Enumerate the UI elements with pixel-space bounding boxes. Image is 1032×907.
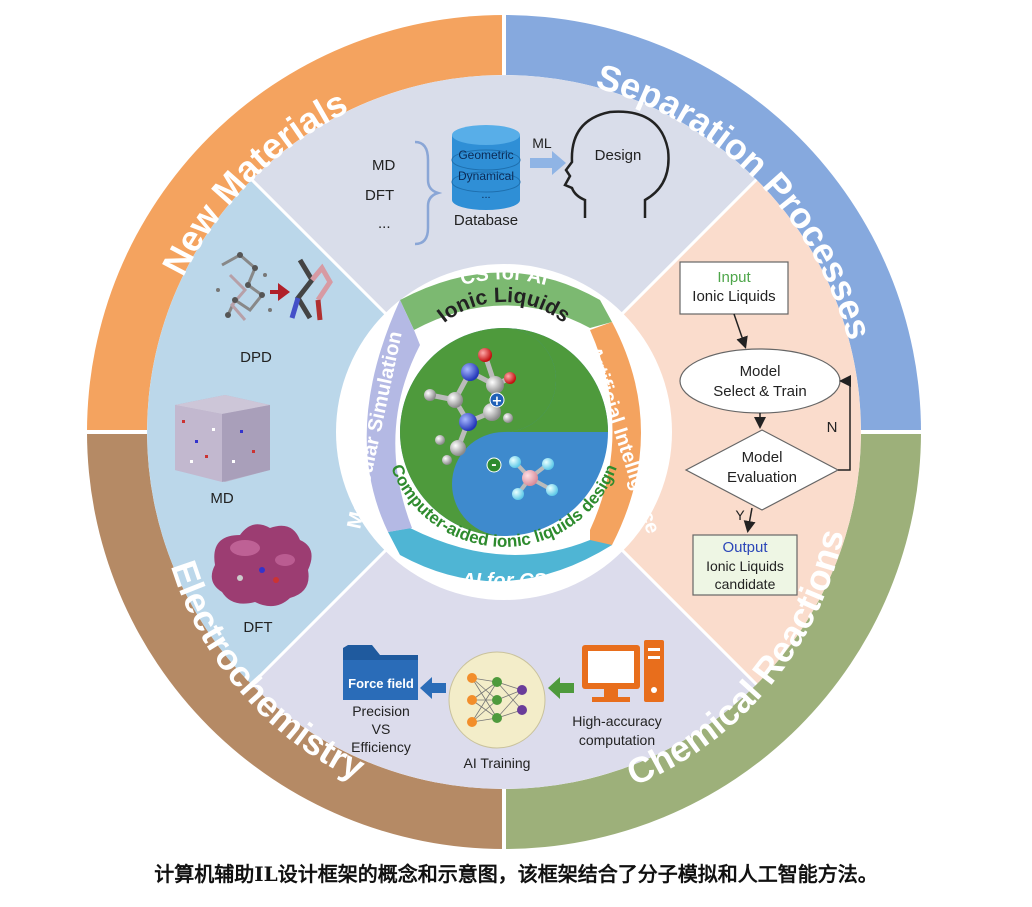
precision-label: Precision xyxy=(352,703,410,719)
ai-for-cs-arrow xyxy=(388,528,612,582)
output-l1-label: Ionic Liquids xyxy=(706,558,784,574)
md-label: MD xyxy=(210,490,233,507)
model-select-l1: Model xyxy=(740,363,781,380)
neural-network-icon xyxy=(448,651,546,749)
plus-charge: + xyxy=(492,394,503,409)
efficiency-label: Efficiency xyxy=(351,739,411,755)
figure-caption: 计算机辅助IL设计框架的概念和示意图，该框架结合了分子模拟和人工智能方法。 xyxy=(154,862,878,886)
ml-arrow xyxy=(530,151,566,175)
dpd-red-arrow xyxy=(270,283,290,301)
top-dots-label: ... xyxy=(378,215,391,232)
evaluation-diamond xyxy=(684,429,840,511)
output-l2-label: candidate xyxy=(715,576,776,592)
database-icon xyxy=(451,125,521,210)
force-field-folder-icon xyxy=(343,645,418,700)
top-dft-label: DFT xyxy=(365,187,394,204)
cs-for-ai-arrow xyxy=(400,272,612,330)
dft-surface-icon xyxy=(211,524,312,607)
n-label: N xyxy=(827,419,838,436)
output-head-label: Output xyxy=(722,539,768,556)
computer-icon xyxy=(582,640,664,702)
evaluation-l2: Evaluation xyxy=(727,469,797,486)
database-label: Database xyxy=(454,212,518,229)
output-box xyxy=(692,534,798,596)
dpd-structure-icon xyxy=(216,252,272,321)
input-head-label: Input xyxy=(717,269,751,286)
curly-brace xyxy=(414,140,443,246)
evaluation-l1: Model xyxy=(742,449,783,466)
y-label: Y xyxy=(735,507,745,523)
db-dynamical-label: Dynamical xyxy=(458,169,514,183)
n-loop-arrow xyxy=(838,375,851,471)
ai-for-cs-label: AI for CS xyxy=(460,570,547,592)
green-left-arrow xyxy=(548,677,574,699)
db-geometric-label: Geometric xyxy=(458,148,513,162)
model-select-l2: Select & Train xyxy=(713,383,806,400)
high-accuracy-label: High-accuracy xyxy=(572,713,661,729)
dpd-coarse-grain-icon xyxy=(289,258,333,321)
ai-training-label: AI Training xyxy=(464,755,531,771)
artificial-intelligence-arrow xyxy=(590,322,641,552)
molecular-simulation-arrow xyxy=(366,300,420,532)
vs-label: VS xyxy=(372,721,391,737)
dpd-label: DPD xyxy=(240,349,272,366)
computation-label: computation xyxy=(579,732,655,748)
design-label: Design xyxy=(595,147,642,164)
ml-label: ML xyxy=(532,135,552,151)
head-outline-icon xyxy=(563,110,670,218)
input-body-label: Ionic Liquids xyxy=(692,288,775,305)
left-dft-label: DFT xyxy=(243,619,272,636)
blue-left-arrow xyxy=(420,677,446,699)
cation-molecule xyxy=(424,348,516,465)
top-md-label: MD xyxy=(372,157,395,174)
md-simulation-box-icon xyxy=(175,395,270,482)
yin-yang-emblem xyxy=(400,328,608,536)
anion-molecule xyxy=(509,456,558,500)
db-dots-label: ... xyxy=(481,189,490,201)
model-select-ellipse xyxy=(679,348,841,414)
minus-charge: - xyxy=(491,458,496,473)
force-field-label: Force field xyxy=(348,676,414,691)
top-panel xyxy=(251,75,757,432)
